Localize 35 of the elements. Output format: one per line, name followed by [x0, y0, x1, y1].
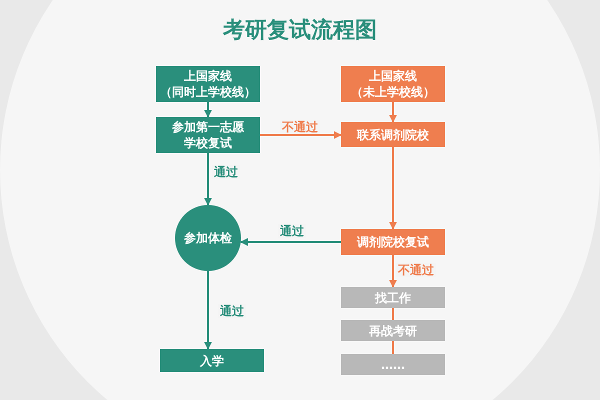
node-text: ……: [381, 356, 405, 372]
node-text: 联系调剂院校: [357, 126, 429, 142]
edge-label: 通过: [218, 304, 246, 318]
arrow: [260, 131, 342, 139]
process-box: [156, 66, 260, 102]
arrow: [389, 255, 397, 288]
node-text: 上国家线: [369, 68, 417, 84]
process-box: [341, 229, 445, 255]
node-text: 参加体检: [184, 230, 232, 246]
node-text: 找工作: [375, 290, 411, 306]
node-text: 参加第一志愿学校复试: [171, 119, 245, 151]
process-box: [156, 117, 260, 153]
process-box: [341, 320, 445, 341]
node-text: 再战考研: [369, 322, 417, 338]
node-text: 调剂院校复试: [357, 234, 429, 250]
arrow: [389, 102, 397, 123]
arrow: [204, 102, 212, 118]
process-box: [341, 354, 445, 375]
node-text: （未上学校线）: [351, 84, 435, 100]
edge-label: 通过: [278, 224, 306, 238]
edge-label: 不通过: [280, 120, 320, 134]
diagram-title: 考研复试流程图: [222, 16, 378, 45]
process-box: [341, 122, 445, 147]
arrow: [204, 271, 212, 350]
edge-label: 不通过: [396, 263, 436, 277]
node-text: 入学: [200, 352, 224, 368]
node-text: （同时上学校线）: [160, 84, 256, 100]
node-text: 上国家线: [184, 68, 232, 84]
arrow: [240, 238, 341, 246]
edge-label: 通过: [212, 165, 240, 179]
arrow: [389, 147, 397, 230]
arrow: [204, 153, 212, 206]
process-box: [341, 287, 445, 308]
process-box: [160, 349, 264, 372]
process-box: [341, 66, 445, 102]
